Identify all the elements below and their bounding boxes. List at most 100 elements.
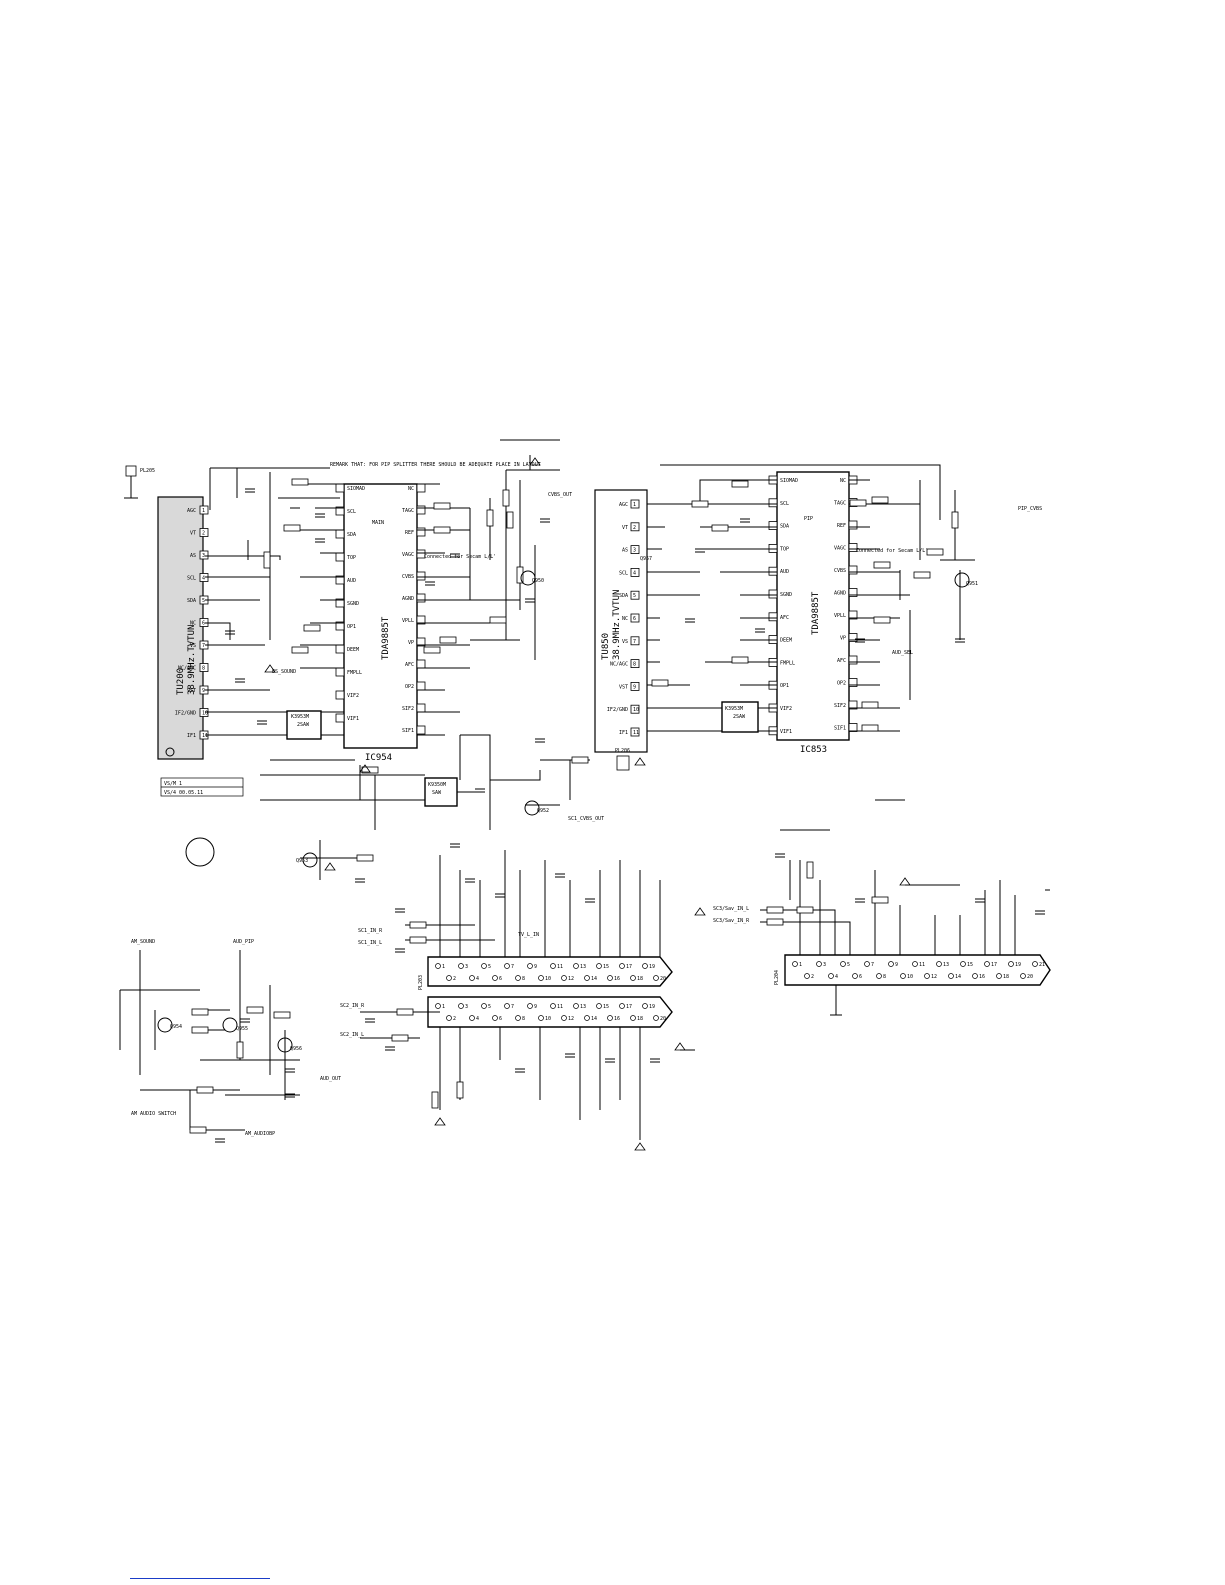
scart-pin-number: 4 xyxy=(835,974,838,980)
ic-pin-label: VPLL xyxy=(402,618,414,624)
tuner-pin-box xyxy=(630,568,640,577)
scart-pin-number: 3 xyxy=(465,964,468,970)
tuner-pin-box xyxy=(199,505,209,515)
scart-pin-number: 6 xyxy=(499,976,502,982)
resistor xyxy=(806,861,814,879)
capacitor xyxy=(425,581,435,586)
scart-pin xyxy=(996,973,1002,979)
scart-pin-number: 8 xyxy=(522,976,525,982)
tuner-pin-box xyxy=(199,550,209,560)
resistor xyxy=(456,1081,464,1099)
tuner-pin-number: 10 xyxy=(633,707,639,713)
ic-pin-label: FMPLL xyxy=(347,670,362,676)
capacitor xyxy=(257,720,267,725)
wiring xyxy=(119,439,1050,1140)
ic-pin-box xyxy=(416,593,426,603)
resistor xyxy=(356,854,374,862)
ic-pin-label: OP2 xyxy=(405,684,414,690)
scart-pin-number: 21 xyxy=(1039,962,1045,968)
scart-pin-number: 6 xyxy=(499,1016,502,1022)
scart-pin-number: 10 xyxy=(907,974,913,980)
scart-pin-number: 3 xyxy=(823,962,826,968)
resistor xyxy=(766,918,784,926)
resistor xyxy=(873,616,891,624)
capacitor xyxy=(650,1058,660,1063)
scart-pin-number: 19 xyxy=(1015,962,1021,968)
footer-link-underline[interactable] xyxy=(130,1578,270,1579)
resistor xyxy=(651,679,669,687)
resistor xyxy=(571,756,589,764)
ic-pin-box xyxy=(335,552,345,562)
secam-note-main: Connected for Secam L/L' xyxy=(424,554,496,560)
capacitor xyxy=(235,678,245,683)
net-aud-pip: AUD_PIP xyxy=(233,939,254,945)
resistor xyxy=(861,724,879,732)
ic-pin-box xyxy=(416,615,426,625)
resistor xyxy=(711,524,729,532)
scart-pin xyxy=(642,1003,648,1009)
resistor xyxy=(502,489,510,507)
scart-pin xyxy=(630,1015,636,1021)
resistor xyxy=(849,499,867,507)
tuner-pin-number: 2 xyxy=(202,531,205,537)
transistor-symbols xyxy=(157,570,970,1053)
scart-pin xyxy=(573,963,579,969)
scart-pin xyxy=(840,961,846,967)
capacitor xyxy=(450,843,460,848)
scart-pin xyxy=(573,1003,579,1009)
resistor xyxy=(273,1011,291,1019)
net-sc3-in-l: SC3/Sav_IN_L xyxy=(713,906,749,912)
tuner-pin-box xyxy=(199,663,209,672)
ic-pin-label: AUD xyxy=(780,569,789,575)
ic-pin-label: SIF2 xyxy=(402,706,414,712)
scart-pin xyxy=(936,961,942,967)
capacitor xyxy=(215,1138,225,1143)
saw-main-part: K3953M xyxy=(291,714,309,720)
scart-pin xyxy=(446,1015,452,1021)
ic-pin-label: VP xyxy=(408,640,414,646)
scart-pin xyxy=(527,1003,533,1009)
supply-arrow-icon xyxy=(264,664,276,673)
scart-pin-number: 7 xyxy=(511,1004,514,1010)
scart1-ref: PL203 xyxy=(418,975,424,990)
scart-pin-number: 13 xyxy=(580,964,586,970)
resistor xyxy=(766,906,784,914)
scart-pin-number: 7 xyxy=(511,964,514,970)
capacitor xyxy=(365,1018,375,1023)
scart-pin xyxy=(515,1015,521,1021)
resistor xyxy=(263,551,271,569)
capacitor xyxy=(685,618,695,623)
ic-pin-label: VP xyxy=(840,636,846,642)
scart-pin-number: 2 xyxy=(453,976,456,982)
tuner-pin-box xyxy=(199,528,209,537)
scart-pin xyxy=(596,963,602,969)
resistor xyxy=(926,548,944,556)
tuner-pin-label: IF1 xyxy=(619,730,628,736)
tuner-pin-box xyxy=(630,545,640,554)
scart-pin xyxy=(900,973,906,979)
secam-note-pip: Connected for Secam L/L' xyxy=(856,548,928,554)
net-sc1-cvbs-out: SC1_CVBS_OUT xyxy=(568,816,604,822)
scart-pin xyxy=(481,1003,487,1009)
scart-pin-number: 10 xyxy=(545,976,551,982)
capacitor xyxy=(855,898,865,903)
ic-pin-box xyxy=(416,659,426,669)
ic-pin-box xyxy=(335,621,345,631)
scart-pin-number: 16 xyxy=(979,974,985,980)
tuner-pin-number: 1 xyxy=(633,502,636,508)
scart-pin-number: 16 xyxy=(614,1016,620,1022)
resistor xyxy=(439,636,457,644)
scart-pin-number: 20 xyxy=(1027,974,1033,980)
ic-pin-box xyxy=(416,703,426,713)
supply-arrow-icon xyxy=(529,457,541,466)
capacitor xyxy=(525,598,535,603)
scart-pin xyxy=(515,975,521,981)
ic-pin-box xyxy=(768,544,778,553)
tuner-pin-box xyxy=(630,682,640,691)
tuner-pin-number: 3 xyxy=(633,548,636,554)
scart-pin-number: 11 xyxy=(557,1004,563,1010)
